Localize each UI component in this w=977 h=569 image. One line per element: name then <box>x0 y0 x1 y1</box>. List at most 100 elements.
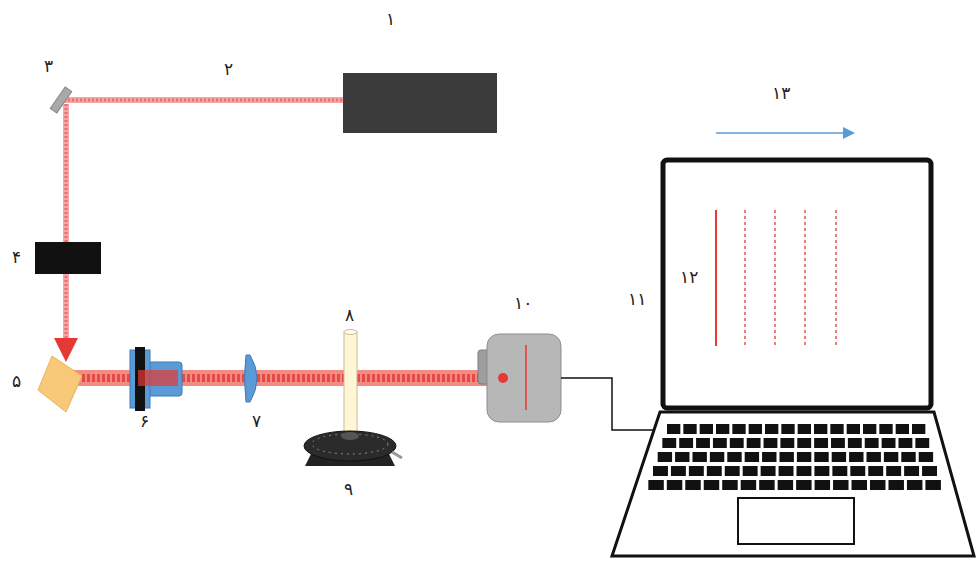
keyboard-key <box>915 438 929 448</box>
keyboard-key <box>907 480 922 490</box>
keyboard-key <box>727 452 741 462</box>
keyboard-key <box>922 466 937 476</box>
beam-chopper <box>35 242 101 274</box>
keyboard-key <box>863 424 876 434</box>
keyboard-key <box>814 438 828 448</box>
direction-arrow <box>716 132 852 134</box>
keyboard-key <box>798 424 811 434</box>
camera-sensor <box>525 345 527 410</box>
laser-beam <box>138 370 178 386</box>
callout-number: ۷ <box>252 412 261 431</box>
keyboard-key <box>653 466 668 476</box>
keyboard-key <box>901 452 915 462</box>
keyboard-key <box>888 480 903 490</box>
camera <box>487 334 561 422</box>
keyboard-key <box>761 466 776 476</box>
keyboard-key <box>886 466 901 476</box>
keyboard-key <box>732 424 745 434</box>
callout-number: ۱۰ <box>514 294 532 313</box>
keyboard-key <box>743 466 758 476</box>
callout-number: ۱۳ <box>772 84 790 103</box>
laptop-base <box>612 412 974 556</box>
keyboard-key <box>781 424 794 434</box>
lens <box>245 355 258 402</box>
keyboard-key <box>696 438 710 448</box>
keyboard-key <box>849 452 863 462</box>
sample-tube <box>344 332 357 432</box>
tube-holder <box>341 432 359 440</box>
keyboard-key <box>713 438 727 448</box>
laser-beam-texture <box>65 104 68 350</box>
keyboard-key <box>747 438 761 448</box>
keyboard-key <box>679 438 693 448</box>
callout-number: ۲ <box>224 60 233 79</box>
keyboard-key <box>745 452 759 462</box>
keyboard-key <box>904 466 919 476</box>
keyboard-key <box>831 438 845 448</box>
keyboard-key <box>852 480 867 490</box>
keyboard-key <box>779 466 794 476</box>
keyboard-key <box>879 424 892 434</box>
keyboard-key <box>662 438 676 448</box>
keyboard-key <box>780 438 794 448</box>
fringe-line <box>804 210 805 346</box>
keyboard-key <box>814 424 827 434</box>
callout-number: ۸ <box>345 306 354 325</box>
keyboard-key <box>868 466 883 476</box>
keyboard-key <box>912 424 925 434</box>
keyboard-key <box>882 438 896 448</box>
keyboard-key <box>850 466 865 476</box>
keyboard-key <box>832 466 847 476</box>
keyboard-key <box>884 452 898 462</box>
keyboard-key <box>832 452 846 462</box>
callout-number: ۹ <box>344 480 353 499</box>
fringe-line <box>835 210 836 346</box>
callout-number: ۳ <box>44 57 53 76</box>
keyboard-key <box>667 480 682 490</box>
laser-source <box>343 73 497 133</box>
keyboard-key <box>700 424 713 434</box>
keyboard-key <box>797 452 811 462</box>
keyboard-key <box>765 424 778 434</box>
keyboard-key <box>692 452 706 462</box>
keyboard-key <box>796 480 811 490</box>
callout-number: ۱۱ <box>628 290 646 309</box>
keyboard-key <box>814 466 829 476</box>
prism <box>38 356 82 412</box>
keyboard-key <box>797 438 811 448</box>
callout-number: ۵ <box>12 372 21 391</box>
keyboard-key <box>683 424 696 434</box>
fringe-line <box>715 210 717 346</box>
callout-number: ۱۲ <box>680 268 698 287</box>
laser-beam <box>64 97 343 103</box>
keyboard-key <box>867 452 881 462</box>
keyboard-key <box>814 452 828 462</box>
fringe-line <box>774 210 775 346</box>
keyboard-key <box>815 480 830 490</box>
data-cable <box>561 378 656 430</box>
keyboard-key <box>759 480 774 490</box>
keyboard-key <box>847 424 860 434</box>
callout-number: ۴ <box>12 248 21 267</box>
keyboard-key <box>797 466 812 476</box>
keyboard-key <box>919 452 933 462</box>
keyboard-key <box>762 452 776 462</box>
keyboard-key <box>710 452 724 462</box>
keyboard-key <box>870 480 885 490</box>
keyboard-key <box>898 438 912 448</box>
keyboard-key <box>685 480 700 490</box>
beam-spot <box>498 373 508 383</box>
keyboard-key <box>778 480 793 490</box>
keyboard-key <box>865 438 879 448</box>
keyboard-key <box>764 438 778 448</box>
keyboard-key <box>730 438 744 448</box>
keyboard-key <box>689 466 704 476</box>
laser-beam <box>63 104 69 352</box>
keyboard-key <box>671 466 686 476</box>
keyboard-key <box>667 424 680 434</box>
keyboard-key <box>658 452 672 462</box>
keyboard-key <box>722 480 737 490</box>
keyboard <box>648 424 941 490</box>
keyboard-key <box>749 424 762 434</box>
